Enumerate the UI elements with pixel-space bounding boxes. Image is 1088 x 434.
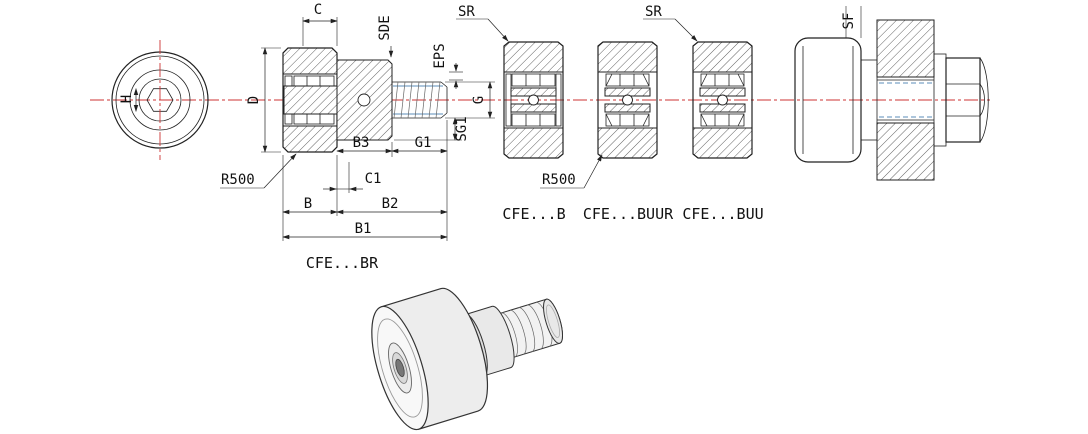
seal-mark — [605, 73, 613, 87]
dim-label-sf: SF — [841, 13, 857, 30]
outer-ring-top-section — [282, 47, 338, 75]
face-ring-outer — [377, 318, 423, 418]
seal-mark — [642, 73, 650, 87]
dim-label-sg1: SG1 — [454, 116, 470, 141]
radius-label-sr-buu: SR — [645, 4, 662, 20]
outer-ring-bottom-section — [282, 125, 338, 153]
outer-ring-outline — [503, 41, 564, 159]
dim-label-b: B — [304, 196, 312, 212]
nut-body — [945, 57, 981, 143]
dim-label-sde: SDE — [377, 15, 393, 40]
section-view-cfe-br — [282, 47, 448, 153]
thread-section — [392, 81, 448, 119]
outer-ring-outline — [597, 41, 658, 159]
stud-core-section — [283, 85, 338, 115]
nut-end-cap — [979, 57, 989, 143]
leader-r500-main — [263, 153, 297, 189]
outer-ring-outline — [692, 41, 753, 159]
rollers-top — [511, 73, 556, 87]
front-view: H — [111, 40, 209, 160]
grease-hole — [717, 94, 728, 106]
seal-mark — [737, 113, 745, 127]
dim-label-g: G — [471, 96, 487, 104]
dim-label-eps: EPS — [432, 43, 448, 68]
collar — [860, 59, 878, 141]
grease-hole — [528, 94, 539, 106]
dimensions-cfe-br: C D SDE EPS G SG1 B3 G1 — [220, 2, 495, 272]
seal-mark — [642, 113, 650, 127]
caption-cfe-b: CFE...B — [502, 205, 565, 223]
seal-mark — [700, 73, 708, 87]
hex-socket — [146, 88, 174, 112]
seal-mark — [605, 113, 613, 127]
grease-hole — [622, 94, 633, 106]
mounting-block-top — [876, 19, 935, 78]
rollers-top — [605, 73, 650, 87]
thread-end-face — [543, 298, 563, 344]
leader-r500-buur — [583, 154, 603, 189]
seal-mark — [737, 73, 745, 87]
roller-cylinder — [380, 287, 489, 430]
section-view-cfe-buu: SR CFE...BUU — [643, 4, 764, 223]
needle-rollers-top — [293, 75, 335, 87]
mounted-view: SF — [794, 6, 989, 181]
rollers-bottom — [605, 113, 650, 127]
grease-hole — [357, 93, 371, 107]
collar-cylinder — [464, 305, 515, 377]
radius-label-r500-buur: R500 — [542, 172, 576, 188]
end-washer-right — [555, 73, 562, 127]
dim-label-b3: B3 — [353, 135, 370, 151]
dim-label-h: H — [119, 95, 135, 103]
rollers-top — [700, 73, 745, 87]
dim-label-c: C — [314, 2, 322, 18]
outer-ring-outline — [282, 47, 338, 153]
rollers-bottom — [511, 113, 556, 127]
end-washer-left — [505, 73, 512, 127]
needle-rollers-bottom — [293, 113, 335, 125]
leader-sr-buu — [674, 18, 698, 42]
section-view-cfe-buur: R500 CFE...BUUR — [540, 41, 674, 223]
radius-label-r500-main: R500 — [221, 172, 255, 188]
rollers-bottom — [700, 113, 745, 127]
seal-mark — [700, 113, 708, 127]
dim-label-d: D — [246, 96, 262, 104]
dim-label-b2: B2 — [382, 196, 399, 212]
leader-sr-b — [487, 18, 509, 42]
hex-socket-3d — [395, 358, 405, 378]
caption-cfe-buur: CFE...BUUR — [583, 205, 674, 223]
section-view-cfe-b: SR CFE...B — [456, 4, 566, 223]
isometric-view — [371, 287, 563, 431]
dim-label-g1: G1 — [415, 135, 432, 151]
caption-cfe-br: CFE...BR — [306, 254, 379, 272]
caption-cfe-buu: CFE...BUU — [682, 205, 763, 223]
mounting-block-bottom — [876, 122, 935, 181]
radius-label-sr-b: SR — [458, 4, 475, 20]
dim-label-b1: B1 — [355, 221, 372, 237]
dim-label-c1: C1 — [365, 171, 382, 187]
